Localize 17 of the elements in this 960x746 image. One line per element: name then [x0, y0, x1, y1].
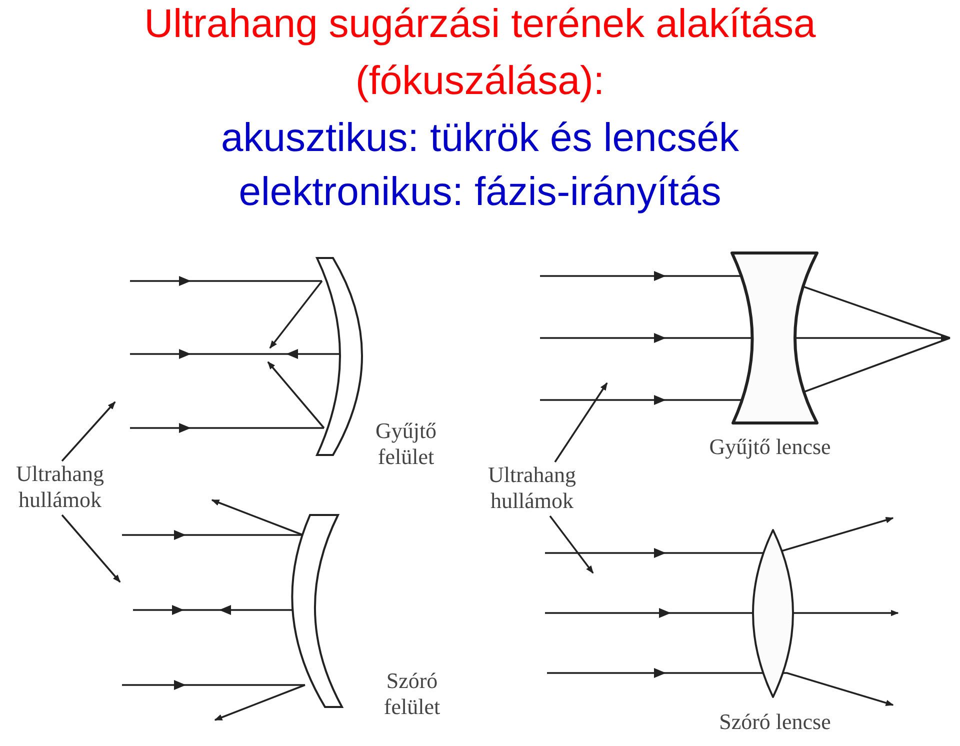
- callout-text: Ultrahang hullámok: [487, 462, 577, 514]
- node-label: Szóró lencse: [718, 709, 832, 735]
- subtitle: akusztikus: tükrök és lencsék: [221, 115, 739, 162]
- leader-arrow: [549, 515, 594, 574]
- subtitle: elektronikus: fázis-irányítás: [238, 169, 722, 216]
- leader-arrow: [61, 514, 121, 583]
- node-label: Szóró felület: [382, 668, 442, 720]
- concave-lens: [730, 252, 818, 424]
- convex-mirror: [291, 514, 343, 708]
- title: Ultrahang sugárzási terének alakítása (fókuszálása):: [143, 1, 817, 105]
- convex-lens: [752, 529, 794, 698]
- node-label: Gyűjtő lencse: [708, 434, 832, 460]
- leader-arrow: [554, 382, 608, 462]
- concave-mirror: [316, 257, 363, 456]
- node-label: Gyűjtő felület: [374, 418, 438, 470]
- callout-text: Ultrahang hullámok: [15, 461, 105, 513]
- leader-arrow: [61, 401, 116, 462]
